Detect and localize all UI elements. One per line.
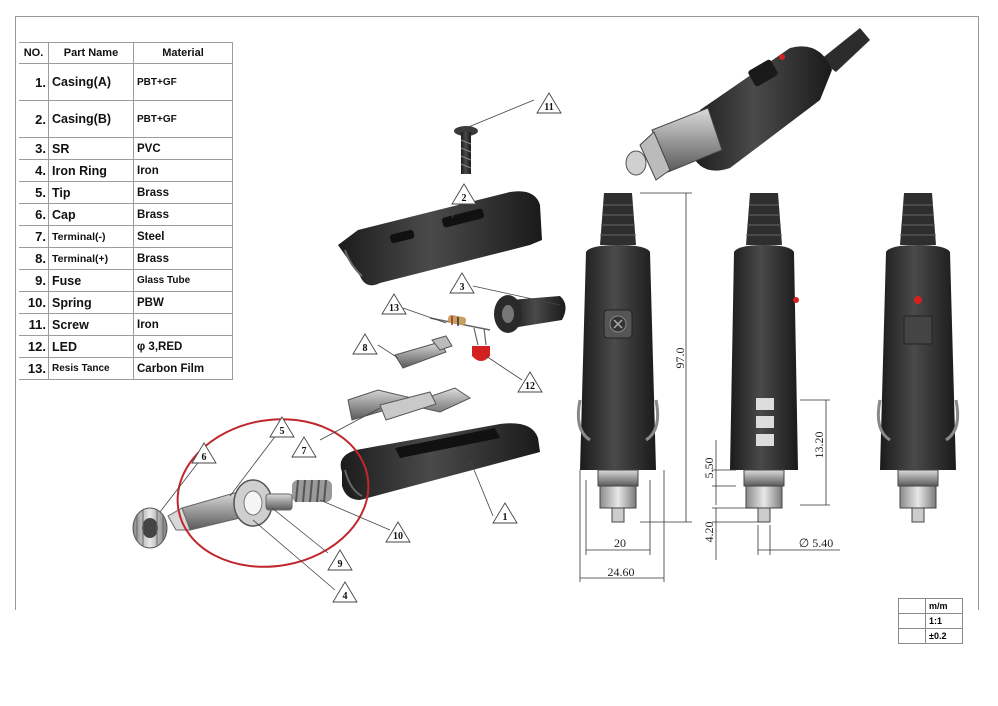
terminal-positive-part [394,335,453,369]
callout-3: 3 [449,272,475,294]
svg-text:7: 7 [302,446,307,457]
svg-text:8: 8 [363,343,368,354]
front-view [576,193,660,523]
callout-2: 2 [451,183,477,205]
callout-10: 10 [385,521,411,543]
table-row: 7.Terminal(-)Steel [19,225,233,248]
callout-11: 11 [536,92,562,114]
highlight-ellipse [176,418,370,568]
callout-5: 5 [269,416,295,438]
cap-part [132,507,168,549]
product-iso-view [625,28,870,181]
svg-text:11: 11 [544,102,553,113]
dimension-labels: 97.0 20 24.60 5.50 13.20 4.20 ∅ 5.40 [608,348,834,580]
svg-text:12: 12 [525,381,535,392]
header-material: Material [133,42,233,64]
callout-12: 12 [517,371,543,393]
callout-4: 4 [332,581,358,603]
callout-13: 13 [381,293,407,315]
svg-text:9: 9 [338,559,343,570]
dimension-lines [579,192,840,582]
resistor-part [429,314,491,331]
scale-box: m/m 1:1 ±0.2 [898,598,963,644]
scale-unit: m/m [925,598,963,614]
callout-6: 6 [191,442,217,464]
back-view [876,193,960,523]
dim-side-length: 13.20 [812,432,826,459]
dim-width-overall: 24.60 [608,565,635,579]
callout-9: 9 [327,549,353,571]
casing-a-part [340,423,540,500]
dim-tip-offset: 4.20 [702,522,716,543]
svg-text:10: 10 [393,531,403,542]
side-view [730,193,799,523]
dim-width-body: 20 [614,536,626,550]
fuse-part [265,493,293,511]
svg-text:2: 2 [462,193,467,204]
dim-tip-diameter: ∅ 5.40 [799,536,833,550]
table-row: 2.Casing(B)PBT+GF [19,100,233,138]
svg-text:6: 6 [202,452,207,463]
spring-part [292,479,332,503]
drawing-frame [15,16,979,610]
callout-1: 1 [492,502,518,524]
dim-tip-length: 5.50 [702,458,716,479]
scale-ratio: 1:1 [925,613,963,629]
led-part [472,327,490,361]
terminal-negative-part [347,387,472,421]
parts-table-header: NO. Part Name Material [19,42,233,64]
screw-part [454,126,478,174]
callout-8: 8 [352,333,378,355]
scale-tolerance: ±0.2 [925,628,963,644]
table-row: 1.Casing(A)PBT+GF [19,63,233,101]
sr-boot-part [494,295,566,333]
svg-text:5: 5 [280,426,285,437]
svg-text:4: 4 [343,591,348,602]
header-no: NO. [19,42,49,64]
callouts: 11 2 3 13 8 12 7 5 6 1 10 9 4 [191,92,562,603]
svg-text:3: 3 [460,282,465,293]
svg-text:1: 1 [503,512,508,523]
dim-height: 97.0 [673,348,687,369]
callout-7: 7 [291,436,317,458]
casing-b-part [338,191,542,286]
table-row: 8.Terminal(+)Brass [19,247,233,270]
header-part-name: Part Name [48,42,134,64]
parts-table: NO. Part Name Material 1.Casing(A)PBT+GF… [19,42,233,380]
svg-text:13: 13 [389,303,399,314]
